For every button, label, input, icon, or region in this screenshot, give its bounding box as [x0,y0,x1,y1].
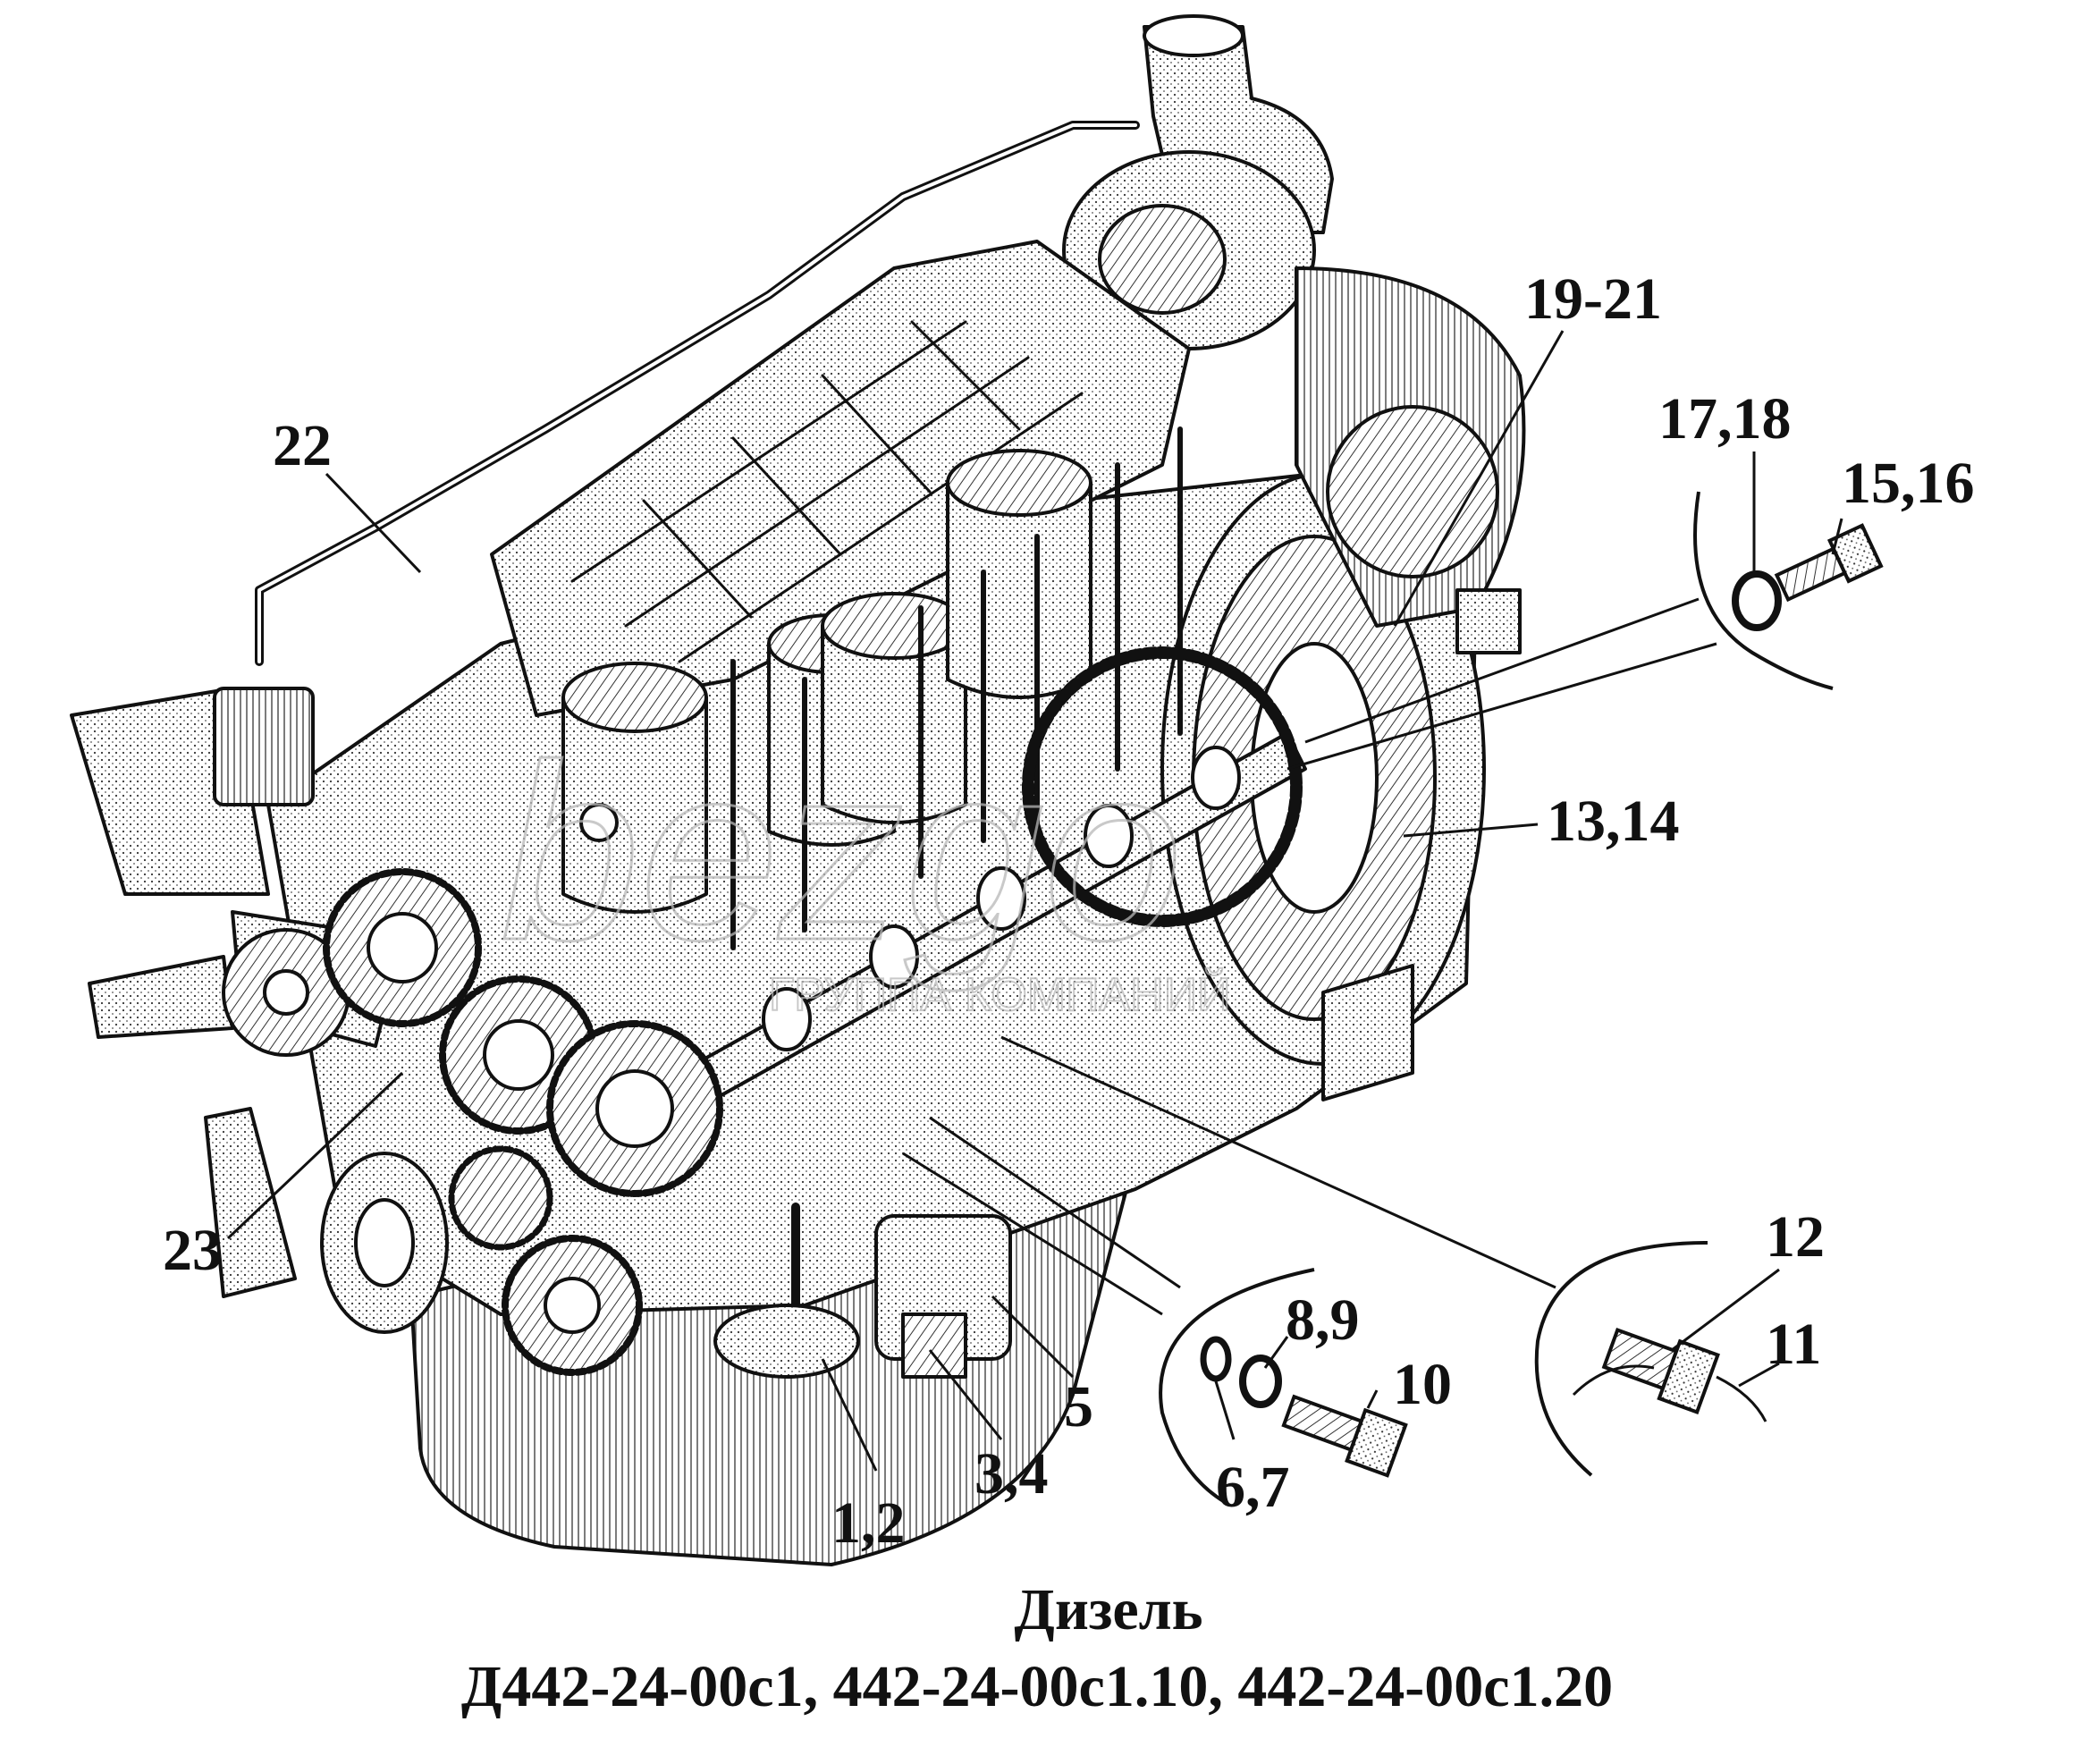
inset-arc-bottom-right [1534,1241,1708,1477]
leader-inset-top-2 [1304,597,1700,744]
leader-inset-top [1286,642,1717,771]
leader-13-14 [1403,823,1539,838]
engine-illustration [70,14,1526,1566]
lock-wire [1572,1364,1767,1422]
callout-15-16: 15,16 [1842,451,1975,516]
callout-11: 11 [1766,1312,1821,1377]
leader-inset-br [1000,1035,1556,1289]
callout-1-2: 1,2 [831,1490,906,1556]
caption-title: Дизель [1014,1577,1202,1642]
watermark: bezgo ГРУППА КОМПАНИЙ [500,713,1232,1023]
output-shaft [1455,588,1522,654]
timing-gears [323,868,723,1376]
cam-lobes [762,746,1241,1051]
callout-17-18: 17,18 [1658,386,1792,452]
callout-6-7: 6,7 [1216,1455,1290,1520]
valve-cover-ribs [570,320,1084,663]
leader-inset-bl-2 [902,1152,1163,1316]
callout-8-9: 8,9 [1286,1287,1360,1353]
leader-10 [1366,1389,1379,1409]
inset-arc-bottom-left [1159,1268,1315,1504]
drain-plug [901,1312,967,1379]
piston-4 [946,449,1092,699]
watermark-subtext: ГРУППА КОМПАНИЙ [769,968,1230,1021]
callout-10: 10 [1393,1352,1452,1417]
hollow-bolt [1774,523,1884,603]
leader-11 [1738,1362,1780,1388]
piston-3 [821,592,967,824]
exhaust-pipe-mouth [1143,14,1244,57]
callout-3-4: 3,4 [974,1441,1049,1507]
callout-13-14: 13,14 [1547,789,1680,854]
fuel-filter [213,687,315,806]
leader-22 [325,472,422,574]
leader-lines [226,330,1843,1472]
leader-5 [991,1295,1075,1379]
ring-gear [1022,646,1303,927]
callout-23: 23 [163,1218,222,1283]
leader-3-4 [928,1349,1003,1440]
valve-cover-ribs-cross [642,320,1021,619]
engine-mount [1321,964,1414,1101]
leader-inset-bl [929,1116,1181,1289]
leader-15-16 [1831,518,1843,555]
turbo-inlet [1098,204,1227,315]
leader-6-7 [1214,1380,1236,1440]
callout-19-21: 19-21 [1524,266,1662,332]
callout-22: 22 [273,413,332,478]
leader-8-9 [1263,1336,1289,1369]
callout-12: 12 [1766,1204,1825,1270]
inset-parts [1200,523,1884,1478]
fuel-line-inner [257,123,1137,663]
leader-19-21 [1393,330,1565,627]
push-rods [730,426,1183,950]
detail-insets [1159,491,1834,1504]
flat-washer [1239,1355,1282,1408]
leader-1-2 [821,1358,878,1472]
sealing-washer [1732,570,1782,631]
callout-5: 5 [1064,1374,1093,1439]
callout-labels: 19-21 17,18 15,16 22 13,14 23 12 11 8,9 … [163,266,1975,1556]
lock-washer [1200,1336,1232,1382]
watermark-logo-text: bezgo [501,713,1183,993]
leader-23 [226,1071,404,1240]
caption-model-numbers: Д442-24-00с1, 442-24-00с1.10, 442-24-00с… [461,1654,1613,1719]
inset-arc-top [1693,491,1834,690]
air-filter-cover [1326,405,1499,578]
leader-12 [1671,1268,1780,1352]
crank-pulley [320,1152,449,1334]
hex-bolt [1281,1394,1408,1478]
plug-with-wire [1601,1327,1720,1415]
piston-1 [561,662,708,914]
caption: Дизель Д442-24-00с1, 442-24-00с1.10, 442… [461,1577,1613,1719]
